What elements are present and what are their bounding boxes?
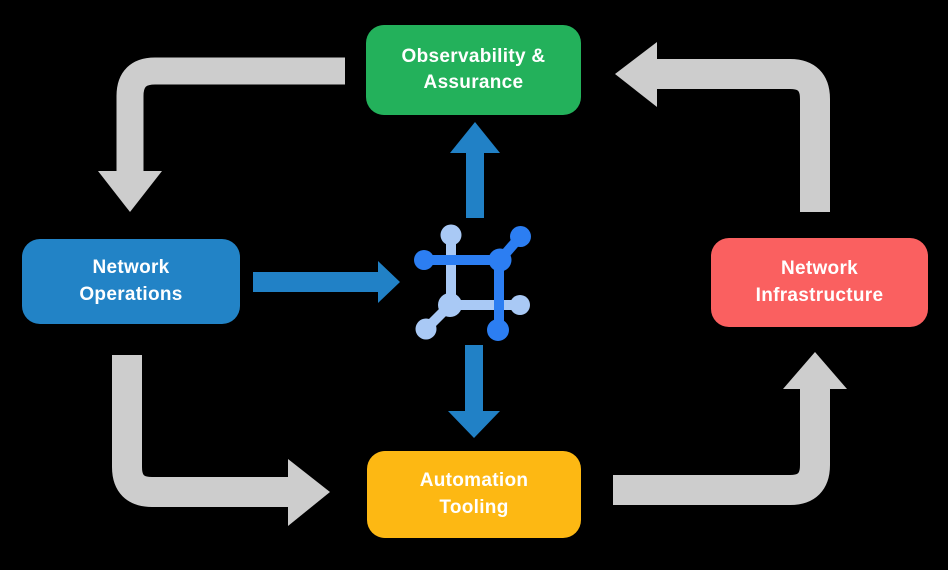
icon-dark-corner-junction	[488, 248, 512, 272]
icon-light-diagonal-node	[415, 318, 437, 340]
icon-light-top-node	[440, 224, 462, 246]
icon-light-right-node	[510, 295, 530, 315]
node-automation-tooling: Automation Tooling	[367, 451, 581, 538]
node-network-infrastructure: Network Infrastructure	[711, 238, 928, 327]
node-infrastructure-label: Network Infrastructure	[755, 258, 884, 306]
icon-light-corner-junction	[438, 293, 462, 317]
arrow-center-to-automation	[448, 345, 500, 438]
arrow-observability-to-operations	[98, 57, 345, 212]
arrow-operations-to-automation	[112, 355, 330, 526]
node-automation-label: Automation Tooling	[419, 470, 529, 518]
arrow-automation-to-infrastructure	[613, 352, 847, 505]
arrow-operations-to-center	[253, 261, 400, 303]
icon-dark-left-node	[414, 250, 434, 270]
node-operations-label: Network Operations	[79, 257, 183, 305]
node-network-operations: Network Operations	[22, 239, 240, 324]
node-observability-assurance: Observability & Assurance	[366, 25, 581, 115]
arrow-infrastructure-to-observability	[615, 42, 830, 212]
network-chip-icon	[414, 224, 531, 341]
icon-dark-bottom-node	[487, 319, 509, 341]
arrow-center-to-observability	[450, 122, 500, 218]
icon-dark-diagonal-node	[510, 226, 531, 247]
node-observability-label: Observability & Assurance	[401, 45, 546, 93]
